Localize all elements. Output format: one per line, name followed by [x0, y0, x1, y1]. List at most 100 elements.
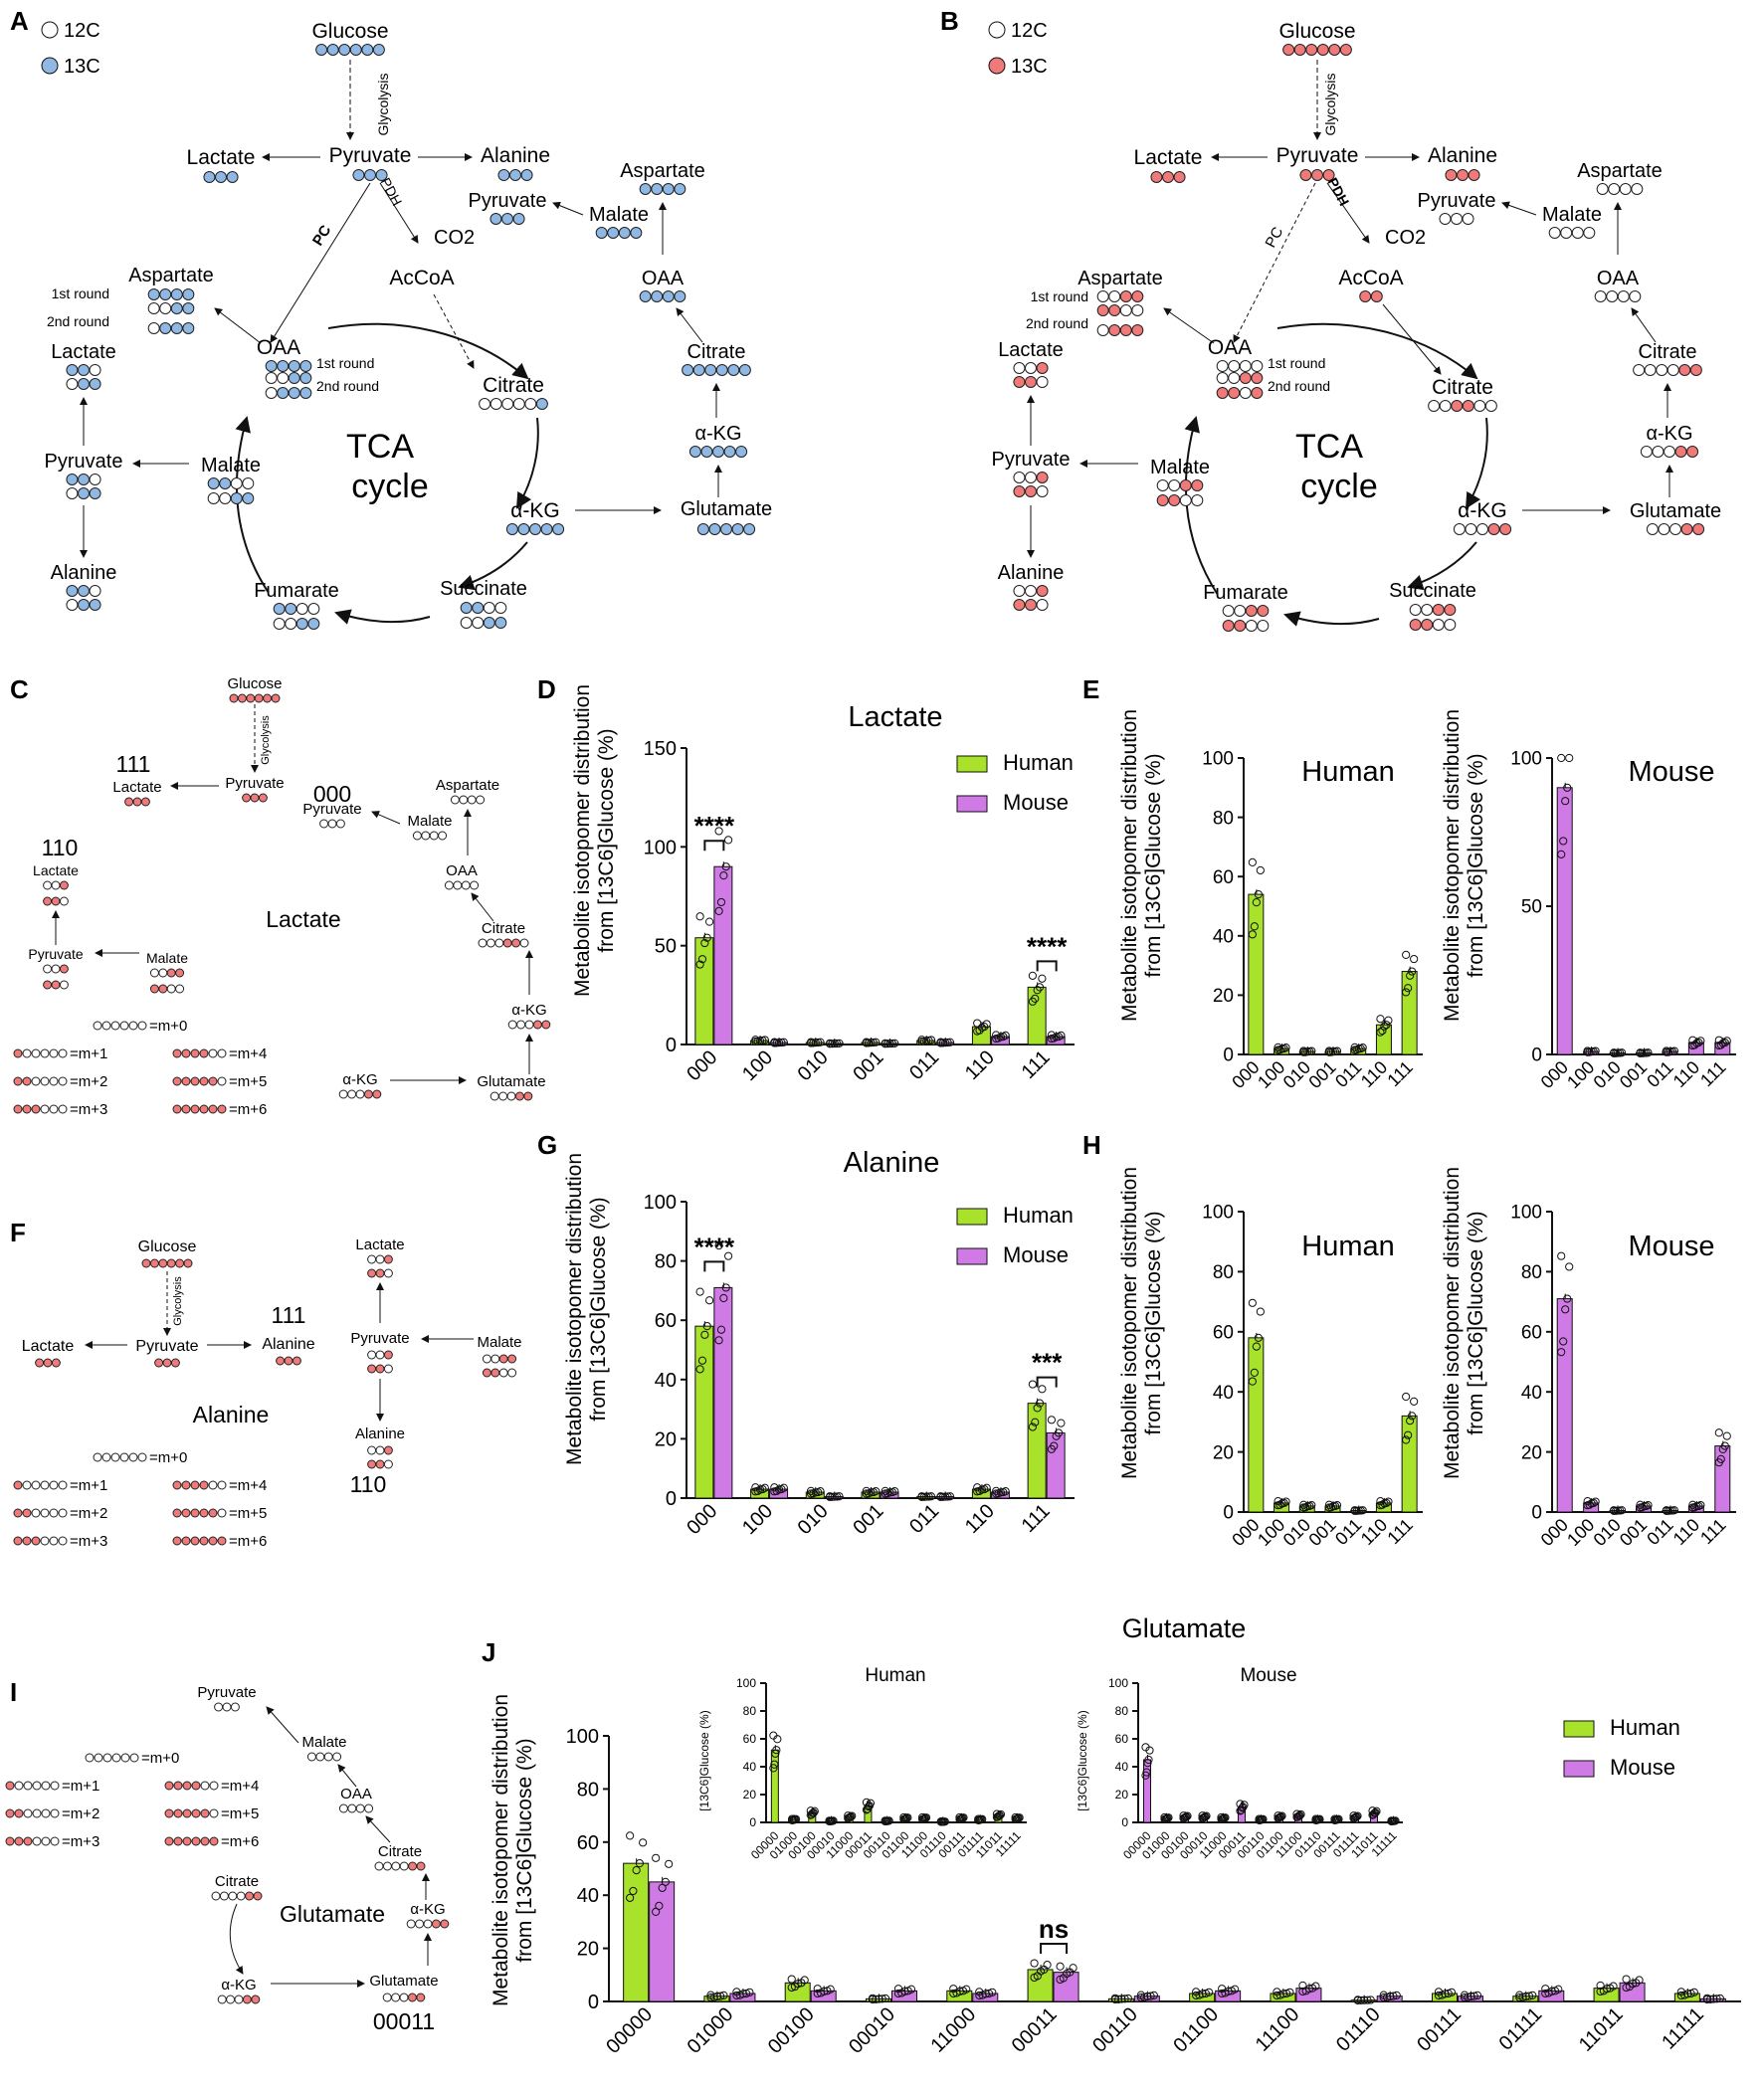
carbon-atom — [226, 1994, 236, 2004]
node-pyruvate: Pyruvate — [329, 144, 412, 167]
carbon-atom-row — [482, 1354, 517, 1364]
data-point — [1561, 1305, 1570, 1314]
data-point — [1274, 1043, 1282, 1051]
legend-12c-marker — [41, 21, 59, 39]
carbon-atom — [355, 1089, 365, 1099]
bar-mouse — [649, 1881, 676, 2002]
carbon-atom — [1664, 446, 1675, 458]
panel-letter-c: C — [10, 674, 29, 704]
carbon-atom — [200, 1808, 210, 1818]
carbon-atom — [700, 446, 713, 458]
carbon-atom-row — [66, 474, 101, 485]
data-point — [1434, 1988, 1444, 1996]
y-tick-label: 40 — [743, 1760, 757, 1774]
carbon-atom — [415, 1919, 425, 1929]
x-tick-label: 011 — [905, 1046, 943, 1084]
x-tick-label: 010 — [794, 1500, 833, 1539]
carbon-atom — [242, 793, 252, 803]
legend-label-human: Human — [1610, 1715, 1680, 1740]
x-tick-label: 111 — [1018, 1046, 1055, 1083]
y-tick-label: 100 — [736, 1676, 756, 1690]
y-tick-label: 100 — [1202, 1203, 1234, 1224]
data-point — [1636, 1048, 1645, 1057]
carbon-atom — [250, 793, 260, 803]
carbon-atom — [1228, 360, 1241, 372]
carbon-atom — [1421, 604, 1434, 616]
carbon-atom — [472, 602, 485, 614]
data-point — [1250, 922, 1259, 931]
node-lactate: Lactate — [187, 146, 256, 169]
carbon-atom — [51, 1358, 61, 1368]
carbon-atom — [217, 1048, 227, 1058]
carbon-atom — [58, 1048, 68, 1058]
x-tick-label: 111 — [1383, 1057, 1416, 1090]
data-point — [1392, 1991, 1401, 1999]
carbon-atom-row — [367, 1364, 393, 1374]
data-point — [1589, 1046, 1598, 1056]
carbon-atom — [1619, 183, 1632, 195]
carbon-atom — [66, 364, 79, 376]
y-tick-label: 80 — [743, 1704, 757, 1718]
carbon-atom — [22, 1480, 32, 1490]
data-point — [1274, 1811, 1282, 1820]
data-point — [1563, 1294, 1572, 1303]
data-point — [949, 1985, 958, 1994]
y-tick-label: 20 — [1213, 1442, 1234, 1463]
data-point — [1218, 1985, 1227, 1994]
carbon-atom — [288, 360, 300, 372]
y-tick-label: 40 — [1115, 1760, 1129, 1774]
data-point — [1561, 797, 1570, 806]
node-aspartate: Aspartate — [128, 265, 214, 286]
data-point — [1376, 1028, 1385, 1037]
carbon-atom — [1119, 324, 1132, 336]
c-node-glucose: Glucose — [227, 675, 282, 692]
data-point — [1279, 1044, 1288, 1053]
data-point — [899, 1812, 908, 1822]
carbon-atom — [1583, 227, 1596, 239]
node-malate-right-b: Malate — [1542, 204, 1602, 226]
carbon-atom-row — [229, 693, 281, 703]
data-point — [1615, 1048, 1625, 1057]
y-axis-label: Metabolite isotopomer distributionfrom [… — [1441, 709, 1487, 1022]
significance-bracket — [1036, 1376, 1058, 1388]
carbon-atom — [41, 1781, 51, 1791]
carbon-atom — [166, 984, 176, 994]
data-point — [1642, 1048, 1651, 1057]
x-tick-label: 01111 — [1495, 2003, 1547, 2055]
carbon-atom — [692, 364, 705, 376]
carbon-atom — [524, 398, 537, 410]
carbon-atom — [119, 1452, 129, 1462]
data-point — [1541, 1985, 1550, 1994]
data-point — [769, 1764, 778, 1773]
carbon-atom-row — [1156, 494, 1204, 506]
carbon-atom — [1409, 604, 1422, 616]
data-point — [753, 1037, 762, 1045]
data-point — [724, 836, 733, 845]
carbon-atom — [94, 1753, 103, 1763]
i-node-akg: α-KG — [410, 1901, 445, 1918]
chart-title: Mouse — [1628, 756, 1714, 788]
carbon-atom — [421, 831, 431, 841]
data-point — [1583, 1046, 1592, 1055]
y-tick-label: 40 — [1213, 926, 1234, 947]
node-citrate-b: Citrate — [1432, 376, 1493, 399]
carbon-atom — [731, 523, 744, 535]
carbon-atom — [375, 1254, 385, 1264]
y-tick-label: 100 — [1510, 749, 1542, 770]
carbon-atom — [540, 523, 553, 535]
carbon-atom — [140, 797, 150, 807]
node-glucose: Glucose — [311, 20, 388, 43]
carbon-atom — [461, 880, 471, 890]
panel-letter-a: A — [10, 6, 29, 36]
x-tick-label: 010 — [794, 1046, 833, 1085]
mass-key-label: =m+3 — [62, 1833, 99, 1850]
c-node-glutamate: Glutamate — [477, 1073, 545, 1090]
data-point — [806, 1486, 816, 1495]
data-point — [1382, 1498, 1391, 1508]
data-point — [626, 1831, 635, 1840]
carbon-atom — [1257, 605, 1270, 617]
carbon-atom — [1606, 290, 1619, 302]
carbon-atom — [349, 44, 362, 56]
data-point — [1031, 994, 1040, 1004]
